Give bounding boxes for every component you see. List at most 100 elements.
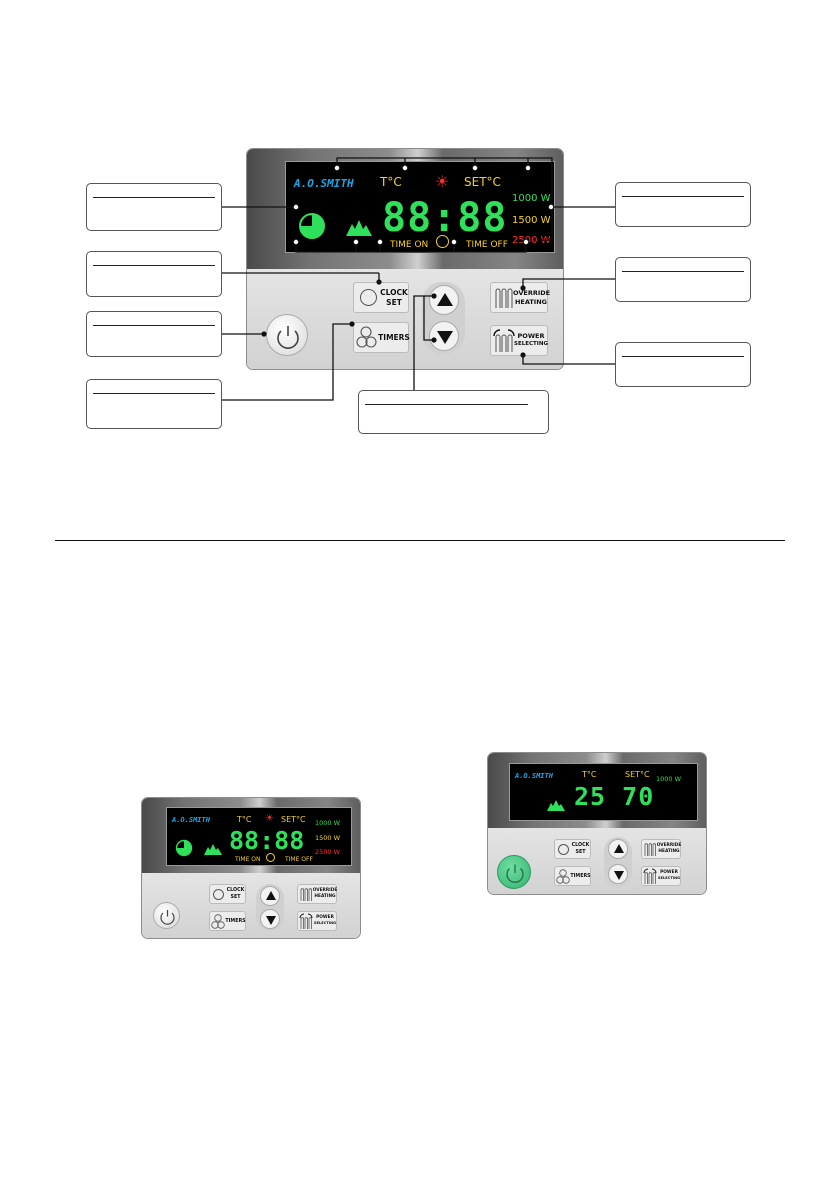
up-arrow-button[interactable] [429, 285, 459, 315]
override-small-2: HEATING [314, 894, 336, 899]
clock-icon-small [266, 853, 275, 862]
lcd-screen-on: A.O.SMITH T°C SET°C 1000 W 25 70 [509, 763, 698, 821]
segment-display: 88:88 [382, 195, 508, 241]
override-heating-button-small[interactable]: OVERRIDE HEATING [297, 884, 337, 904]
temp-label-on: T°C [582, 770, 597, 779]
callout-power-selecting [615, 342, 751, 387]
power-1500-label: 1500 W [512, 215, 551, 226]
set-temp-label: SET°C [464, 175, 501, 189]
time-on-label: TIME ON [390, 240, 429, 250]
override-label-2: HEATING [514, 298, 548, 306]
override-on-2: HEATING [658, 849, 680, 854]
clock-icon-btn-on [558, 844, 569, 855]
down-arrow-button[interactable] [429, 321, 459, 351]
callout-power-button [86, 311, 222, 357]
lcd-icons-small [175, 839, 222, 857]
power-button-on[interactable] [497, 855, 531, 889]
brand-logo: A.O.SMITH [294, 177, 354, 190]
power-select-icon-on [643, 868, 657, 884]
timers-button[interactable]: TIMERS [353, 322, 410, 353]
flame-icon [346, 220, 372, 236]
power-select-on-2: SELECTING [657, 876, 681, 880]
clock-set-small-2: SET [230, 895, 241, 900]
sun-icon-small: ☀ [265, 813, 274, 824]
override-heating-button-on[interactable]: OVERRIDE HEATING [641, 839, 681, 859]
callout-timers [86, 379, 222, 429]
timers-button-small[interactable]: TIMERS [209, 911, 246, 931]
time-on-small: TIME ON [235, 856, 261, 863]
power-select-on-1: POWER [660, 870, 678, 875]
up-arrow-button-small[interactable] [260, 886, 280, 906]
down-arrow-icon-on [613, 871, 624, 880]
callout-power-levels [615, 182, 751, 227]
panel-powered-on: A.O.SMITH T°C SET°C 1000 W 25 70 CLOCK S… [487, 752, 707, 895]
leader-lines [222, 157, 615, 401]
sun-icon: ☀ [435, 172, 450, 191]
override-on-1: OVERRIDE [656, 843, 682, 848]
clock-set-label-2: SET [386, 298, 402, 307]
up-arrow-button-on[interactable] [608, 839, 628, 859]
set-temp-label-small: SET°C [281, 815, 306, 824]
power-button-small[interactable] [153, 902, 180, 929]
power-select-label-1: POWER [517, 332, 545, 340]
power-1000-on: 1000 W [656, 775, 682, 783]
temp-label-small: T°C [237, 815, 252, 824]
callout-timer-indicator [86, 183, 222, 231]
timers-icon-on [556, 869, 570, 884]
clock-icon-btn-small [213, 889, 224, 900]
callout-arrow-buttons [358, 390, 549, 434]
up-arrow-icon [437, 293, 453, 306]
set-temp-label-on: SET°C [625, 770, 650, 779]
heating-element-icon [495, 288, 513, 308]
power-1000-label: 1000 W [512, 193, 551, 204]
power-select-small-1: POWER [316, 915, 334, 920]
power-icon-small [160, 910, 175, 925]
clock-icon [360, 289, 377, 306]
down-arrow-button-on[interactable] [608, 864, 628, 884]
clock-set-on-2: SET [575, 850, 586, 855]
temp-label: T°C [380, 175, 402, 189]
up-arrow-icon-small [265, 891, 276, 900]
power-selecting-button-on[interactable]: POWER SELECTING [641, 866, 681, 886]
power-select-small-2: SELECTING [313, 921, 337, 925]
down-arrow-icon-small [265, 916, 276, 925]
timers-button-on[interactable]: TIMERS [554, 866, 591, 886]
timers-label: TIMERS [378, 333, 410, 342]
power-1000-small: 1000 W [315, 819, 341, 827]
segment-display-small: 88:88 [229, 826, 305, 855]
clock-set-button-on[interactable]: CLOCK SET [554, 839, 591, 859]
power-selecting-button[interactable]: POWER SELECTING [490, 325, 548, 356]
power-selecting-button-small[interactable]: POWER SELECTING [297, 911, 337, 931]
lcd-screen-small: A.O.SMITH T°C ☀ SET°C 1000 W 1500 W 2500… [166, 807, 352, 866]
power-button[interactable] [266, 314, 308, 356]
down-arrow-button-small[interactable] [260, 909, 280, 929]
override-label-1: OVERRIDE [513, 289, 551, 297]
power-2500-label: 2500 W [512, 235, 551, 246]
override-heating-button[interactable]: OVERRIDE HEATING [490, 282, 551, 313]
callout-clock-set [86, 251, 222, 297]
clock-set-on-1: CLOCK [571, 843, 590, 848]
power-select-icon [493, 329, 515, 352]
brand-logo-on: A.O.SMITH [515, 772, 553, 780]
clock-set-button[interactable]: CLOCK SET [353, 282, 409, 313]
power-1500-small: 1500 W [315, 834, 341, 842]
timers-small-label: TIMERS [225, 919, 246, 924]
clock-icon-display [436, 235, 449, 248]
power-2500-small: 2500 W [315, 848, 341, 856]
panel-all-segments: A.O.SMITH T°C ☀ SET°C 1000 W 1500 W 2500… [141, 797, 361, 939]
clock-set-button-small[interactable]: CLOCK SET [209, 884, 246, 904]
power-icon [277, 326, 299, 349]
timers-icon [356, 326, 377, 348]
time-off-label: TIME OFF [466, 240, 508, 250]
override-small-1: OVERRIDE [312, 888, 338, 893]
segment-display-on: 25 70 [574, 782, 655, 811]
power-select-label-2: SELECTING [514, 341, 548, 347]
timers-icon-small [211, 914, 225, 929]
timers-on-label: TIMERS [570, 874, 591, 879]
heating-icon-small [300, 888, 312, 901]
power-icon-on [506, 864, 524, 883]
clock-set-label-1: CLOCK [380, 288, 408, 297]
brand-logo-small: A.O.SMITH [172, 816, 210, 824]
heating-icon-on [644, 843, 656, 856]
callout-override-heating [615, 257, 751, 302]
